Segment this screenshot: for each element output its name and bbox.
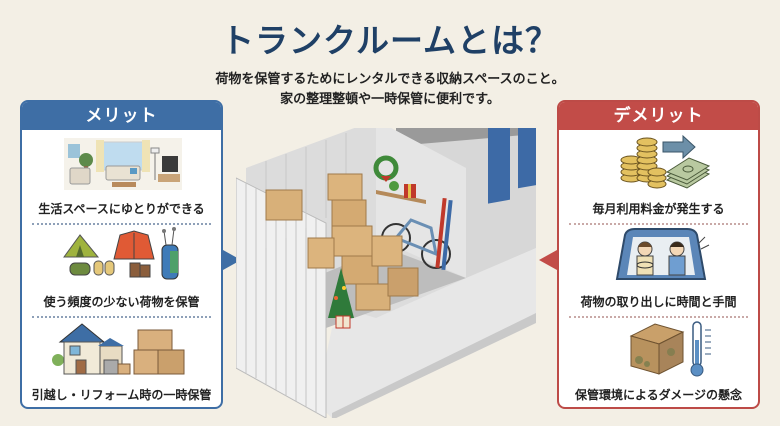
merit-item-living-space: 生活スペースにゆとりができる <box>22 130 221 223</box>
demerit-header: デメリット <box>559 102 758 130</box>
merit-header: メリット <box>22 102 221 130</box>
page-subtitle: 荷物を保管するためにレンタルできる収納スペースのこと。 家の整理整頓や一時保管に… <box>0 70 780 110</box>
subtitle-line-2: 家の整理整頓や一時保管に便利です。 <box>280 92 500 107</box>
merit-item-label: 使う頻度の少ない荷物を保管 <box>43 295 200 309</box>
page-title: トランクルームとは？ <box>220 21 560 60</box>
demerit-item-retrieval-time: 荷物の取り出しに時間と手間 <box>559 223 758 316</box>
demerit-pointer-arrow-icon <box>539 250 557 270</box>
demerit-item-label: 保管環境によるダメージの懸念 <box>574 388 743 402</box>
merit-panel: メリット 生活スペースにゆとりができる <box>20 100 223 409</box>
demerit-panel: デメリット <box>557 100 760 409</box>
coins-money-icon <box>559 130 758 194</box>
merit-item-label: 生活スペースにゆとりができる <box>38 202 205 216</box>
car-drive-icon <box>559 223 758 287</box>
merit-item-label: 引越し・リフォーム時の一時保管 <box>31 388 212 402</box>
demerit-item-label: 毎月利用料金が発生する <box>592 202 725 216</box>
seasonal-items-icon <box>22 223 221 287</box>
merit-item-temporary-storage: 引越し・リフォーム時の一時保管 <box>22 316 221 407</box>
demerit-item-storage-damage: 保管環境によるダメージの懸念 <box>559 316 758 407</box>
subtitle-line-1: 荷物を保管するためにレンタルできる収納スペースのこと。 <box>215 72 565 87</box>
merit-item-seasonal-storage: 使う頻度の少ない荷物を保管 <box>22 223 221 316</box>
damaged-box-thermometer-icon <box>559 316 758 380</box>
storage-unit-illustration <box>236 128 536 418</box>
demerit-item-label: 荷物の取り出しに時間と手間 <box>580 295 737 309</box>
demerit-item-monthly-fee: 毎月利用料金が発生する <box>559 130 758 223</box>
house-boxes-icon <box>22 316 221 380</box>
living-room-icon <box>22 130 221 194</box>
